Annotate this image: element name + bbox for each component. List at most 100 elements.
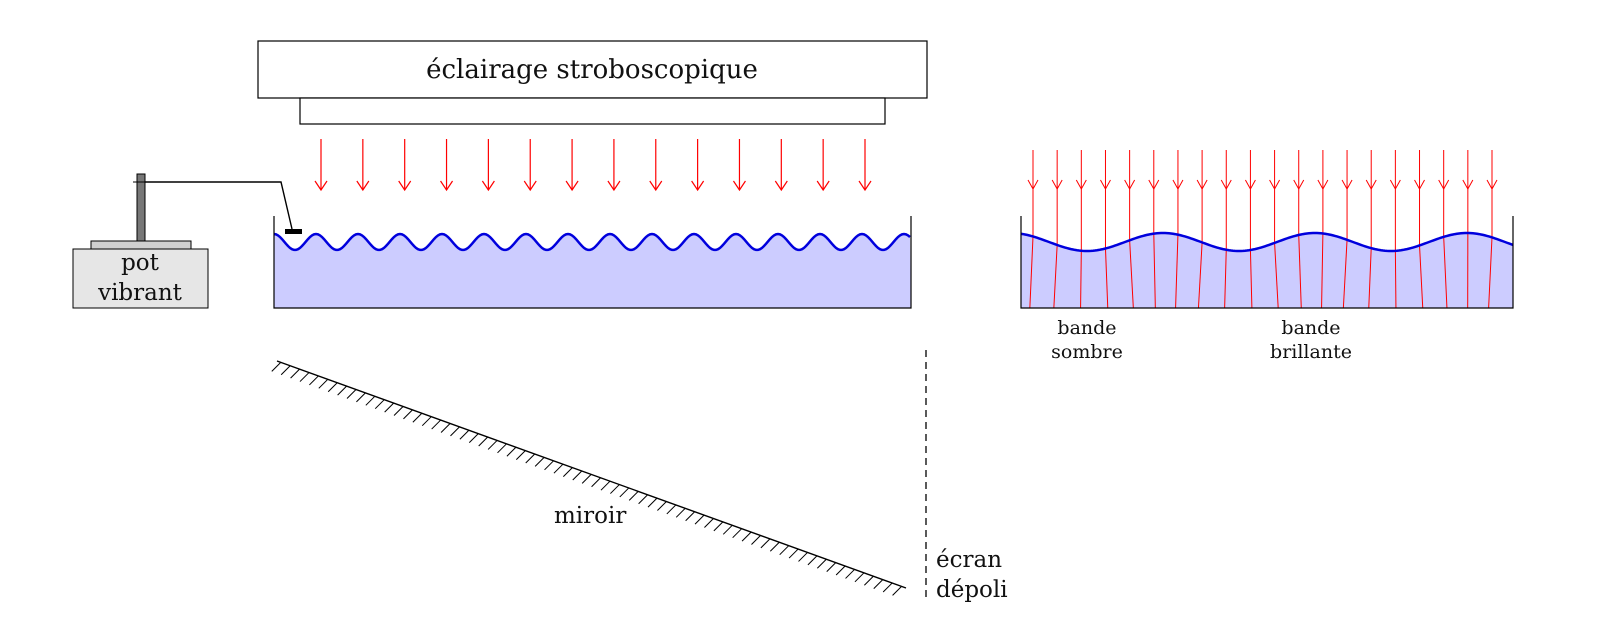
point-source [285,229,302,234]
hatch-mark [431,419,442,430]
transmitted-ray [1153,233,1156,308]
hatch-mark [506,446,517,457]
incident-arrowhead [1124,179,1136,191]
hatch-mark [628,490,639,501]
hatch-mark [421,416,432,427]
refracted-ray [1389,150,1401,308]
hatch-mark [459,429,470,440]
bright-band-label-line2: brillante [1270,341,1352,363]
incident-arrowhead [1051,179,1063,191]
bright-band-label-line1: bande [1281,317,1340,339]
vibrator-body [72,248,209,309]
light-ray-arrow [816,139,830,192]
hatch-mark [393,406,404,416]
incident-arrowhead [1317,179,1329,191]
hatch-mark [318,378,329,389]
ray-arrowhead [523,180,537,192]
hatch-mark [468,433,479,443]
light-ray-arrow [314,139,328,192]
ray-arrowhead [440,180,454,192]
mirror-surface [276,360,907,589]
transmitted-ray [1249,250,1253,308]
incident-arrowhead [1172,179,1184,191]
transmitted-ray [1029,236,1034,308]
light-rays-right [1027,150,1498,308]
light-ray-arrow [732,139,746,192]
hatch-mark [525,453,536,464]
hatch-mark [327,382,338,393]
hatch-mark [572,470,583,481]
hatch-mark [544,460,554,471]
transmitted-ray [1104,248,1109,308]
hatch-mark [384,402,394,413]
hatch-mark [863,575,874,586]
vibrator-label-line2: vibrant [97,280,183,306]
mirror: miroir [271,360,907,596]
hatch-mark [798,552,808,562]
mirror-hatching [271,362,902,596]
hatch-mark [610,484,620,494]
hatch-mark [722,524,733,535]
water-right [1021,233,1513,308]
hatch-mark [280,365,291,376]
lamp-label: éclairage stroboscopique [426,55,758,85]
ray-arrowhead [356,180,370,192]
incident-arrowhead [1365,179,1377,191]
hatch-mark [290,368,300,379]
incident-arrowhead [1269,179,1281,191]
hatch-mark [309,375,319,386]
refracted-ray [1293,150,1305,308]
transmitted-ray [1342,239,1348,308]
hatch-mark [647,497,658,508]
transmitted-ray [1175,234,1179,308]
hatch-mark [478,436,489,447]
hatch-mark [412,412,423,423]
hatch-mark [619,487,630,498]
incident-arrowhead [1220,179,1232,191]
transmitted-ray [1394,250,1397,308]
stroboscope-lamp: éclairage stroboscopique [257,40,928,125]
light-ray-arrow [523,139,537,192]
hatch-mark [854,572,865,583]
vibrator: pot vibrant [72,173,302,309]
tank-walls-right [1020,216,1514,309]
hatch-mark [600,480,611,491]
hatch-mark [487,440,498,450]
ray-arrowhead [691,180,705,192]
ray-arrowhead [732,180,746,192]
hatch-mark [882,582,893,593]
ray-arrowhead [649,180,663,192]
light-ray-arrow [356,139,370,192]
ray-arrowhead [816,180,830,192]
light-rays-left [314,139,872,192]
hatch-mark [657,501,667,511]
hatch-mark [403,409,413,420]
light-ray-arrow [691,139,705,192]
dark-band-label-line1: bande [1057,317,1116,339]
hatch-mark [337,385,347,396]
hatch-mark [553,463,564,474]
incident-arrowhead [1438,179,1450,191]
refracted-ray [1269,150,1281,308]
transmitted-ray [1321,233,1324,308]
incident-arrowhead [1100,179,1111,191]
lamp-housing [257,40,928,99]
tank-walls-left [273,216,912,309]
water-left [274,234,911,308]
incident-arrowhead [1341,179,1353,191]
light-ray-arrow [649,139,663,192]
hatch-mark [581,474,592,484]
hatch-mark [807,555,818,566]
hatch-mark [440,423,451,433]
lamp-diffuser [299,97,886,125]
refracted-ray [1051,150,1063,308]
transmitted-ray [1053,244,1058,308]
hatch-mark [826,562,837,572]
ripple-tank-detail: bande sombre bande brillante [1020,150,1514,363]
hatch-mark [769,541,780,552]
ray-arrowhead [858,180,872,192]
light-ray-arrow [440,139,454,192]
transmitted-ray [1419,245,1424,308]
incident-arrowhead [1414,179,1425,191]
